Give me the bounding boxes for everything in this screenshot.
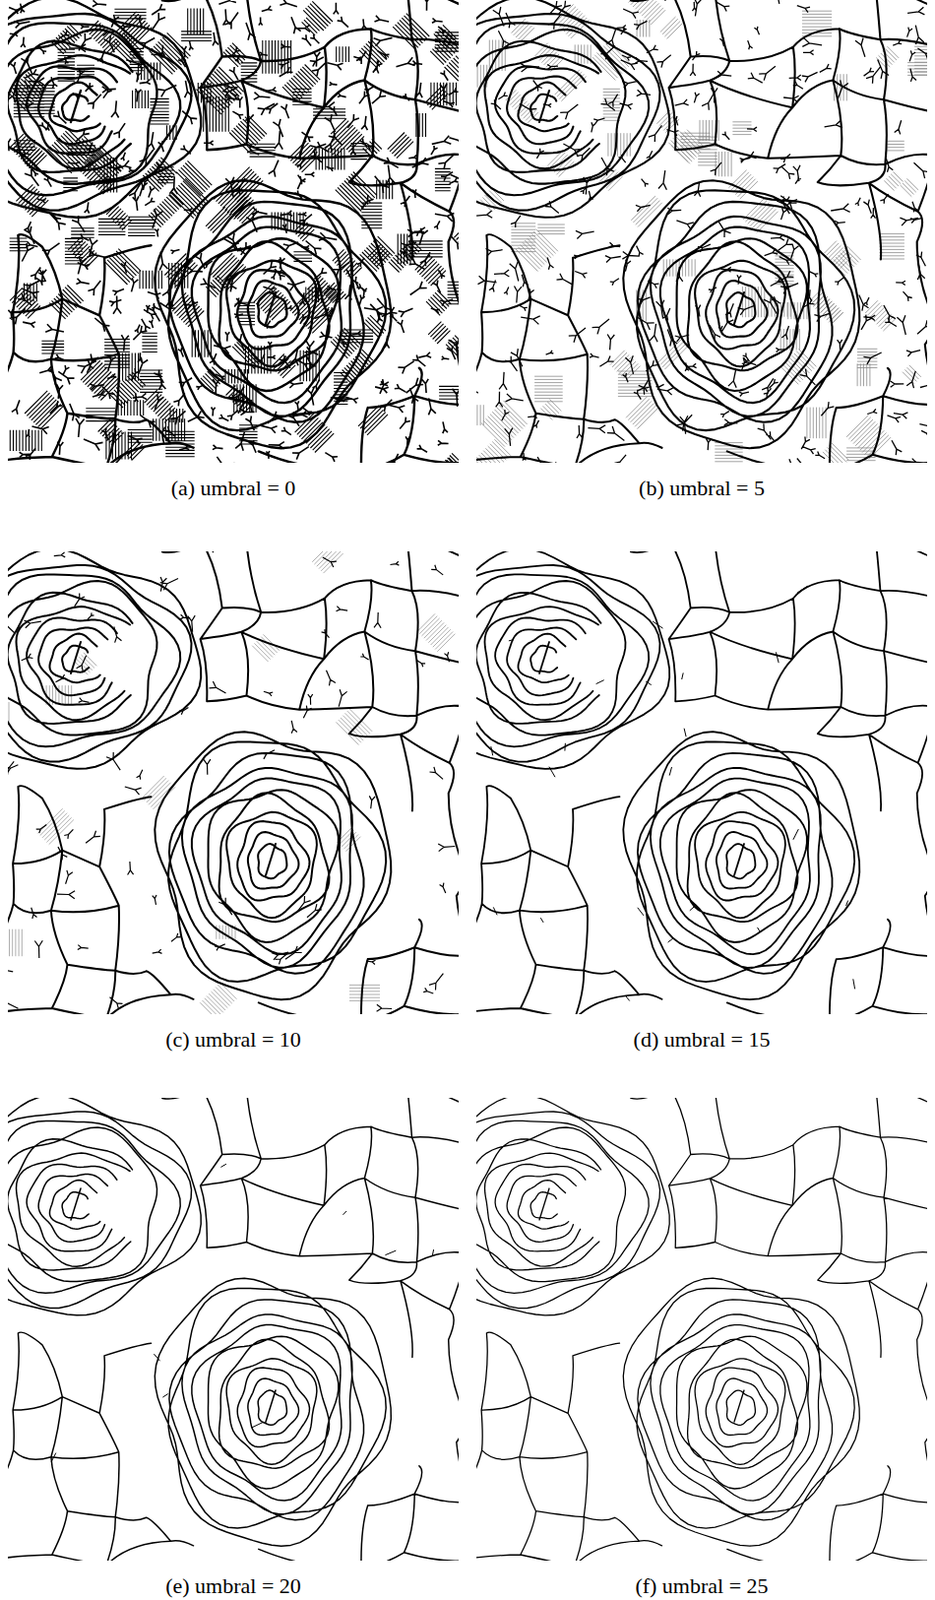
panel-caption: (f) umbral = 25 — [476, 1571, 928, 1600]
panel-caption: (b) umbral = 5 — [476, 474, 928, 502]
panel-caption: (a) umbral = 0 — [7, 474, 459, 502]
panel-caption: (c) umbral = 10 — [7, 1025, 459, 1054]
skeleton-lines — [7, 0, 459, 463]
branch-spurs — [476, 0, 928, 463]
skeleton-panel — [476, 1097, 928, 1560]
skeleton-panel — [476, 0, 928, 463]
skeleton-panel — [7, 1097, 459, 1560]
panel-caption: (d) umbral = 15 — [476, 1025, 928, 1054]
skeleton-panel — [476, 551, 928, 1014]
branch-spurs — [491, 585, 856, 1000]
branch-spurs — [51, 1163, 435, 1462]
branch-spurs — [7, 551, 455, 1011]
skeleton-lines — [7, 1097, 459, 1560]
skeleton-lines — [476, 0, 928, 463]
skeleton-lines — [7, 551, 459, 1014]
skeleton-panel — [7, 0, 459, 463]
skeleton-lines — [476, 551, 928, 1014]
branch-spurs — [7, 0, 459, 463]
panel-caption: (e) umbral = 20 — [7, 1571, 459, 1600]
skeleton-lines — [476, 1097, 928, 1560]
skeleton-panel — [7, 551, 459, 1014]
